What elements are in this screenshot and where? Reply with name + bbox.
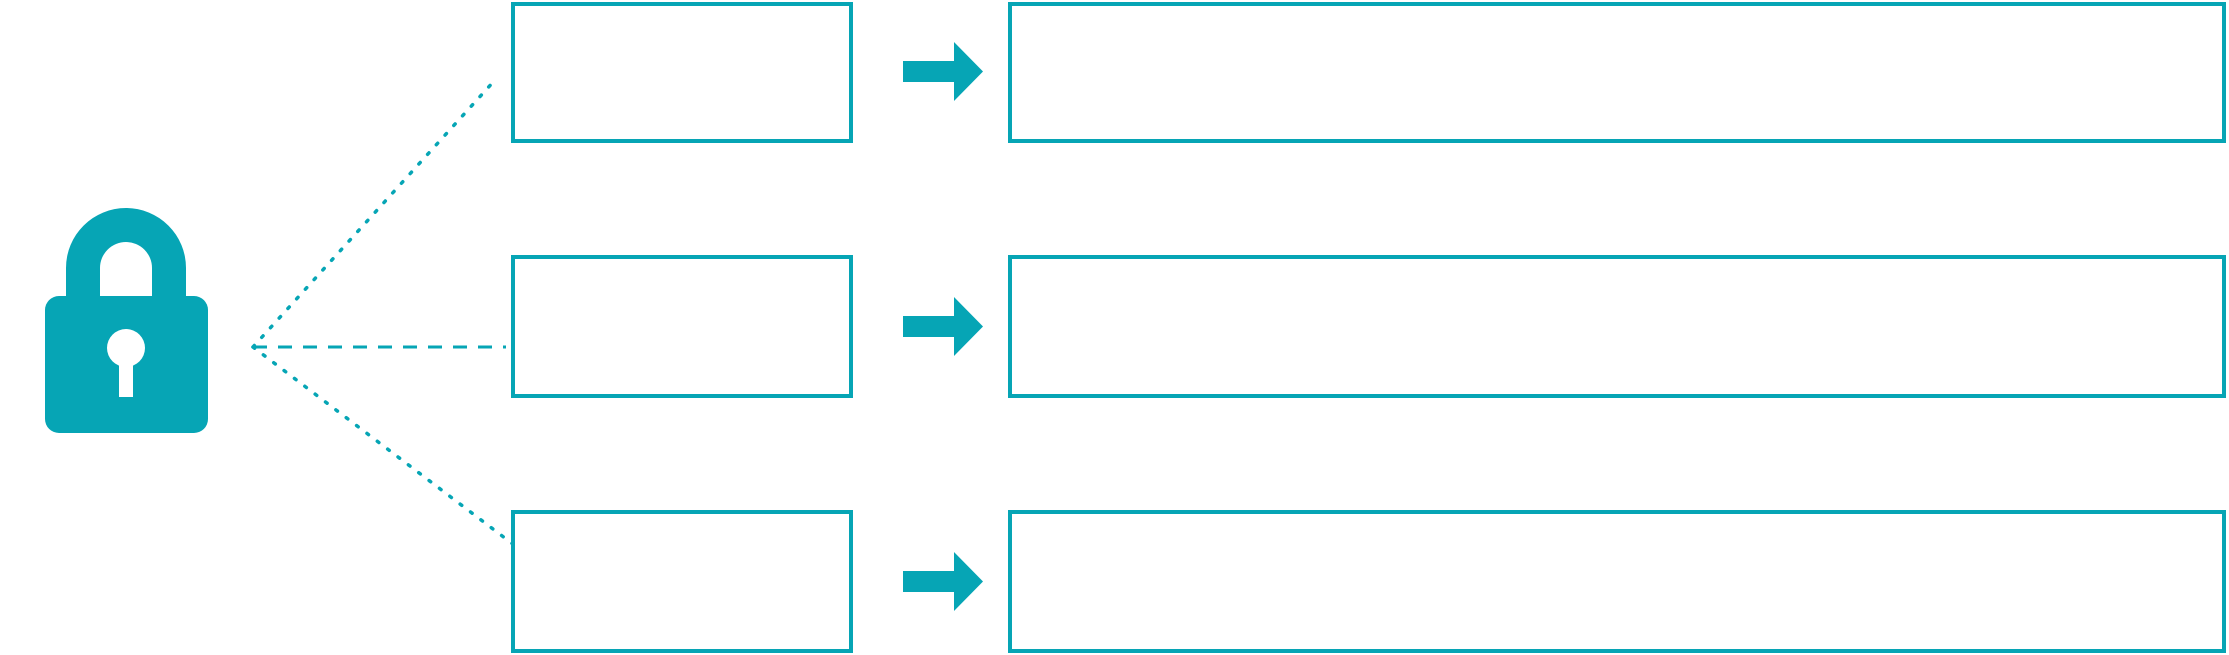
cause-box-row-1[interactable]	[511, 2, 853, 143]
cause-box-label	[515, 259, 849, 394]
lock-icon	[45, 208, 208, 433]
cause-box-label	[515, 6, 849, 139]
right-arrow-icon	[903, 552, 983, 611]
right-arrow-icon	[903, 42, 983, 101]
cause-box-row-3[interactable]	[511, 510, 853, 653]
cause-box-label	[515, 514, 849, 649]
connector-line-row-1	[251, 78, 497, 349]
connector-line-row-3	[251, 345, 582, 597]
effect-box-row-1[interactable]	[1008, 2, 2226, 143]
effect-box-label	[1012, 259, 2222, 394]
cause-box-row-2[interactable]	[511, 255, 853, 398]
effect-box-label	[1012, 514, 2222, 649]
effect-box-row-2[interactable]	[1008, 255, 2226, 398]
effect-box-label	[1012, 6, 2222, 139]
effect-box-row-3[interactable]	[1008, 510, 2226, 653]
right-arrow-icon	[903, 297, 983, 356]
